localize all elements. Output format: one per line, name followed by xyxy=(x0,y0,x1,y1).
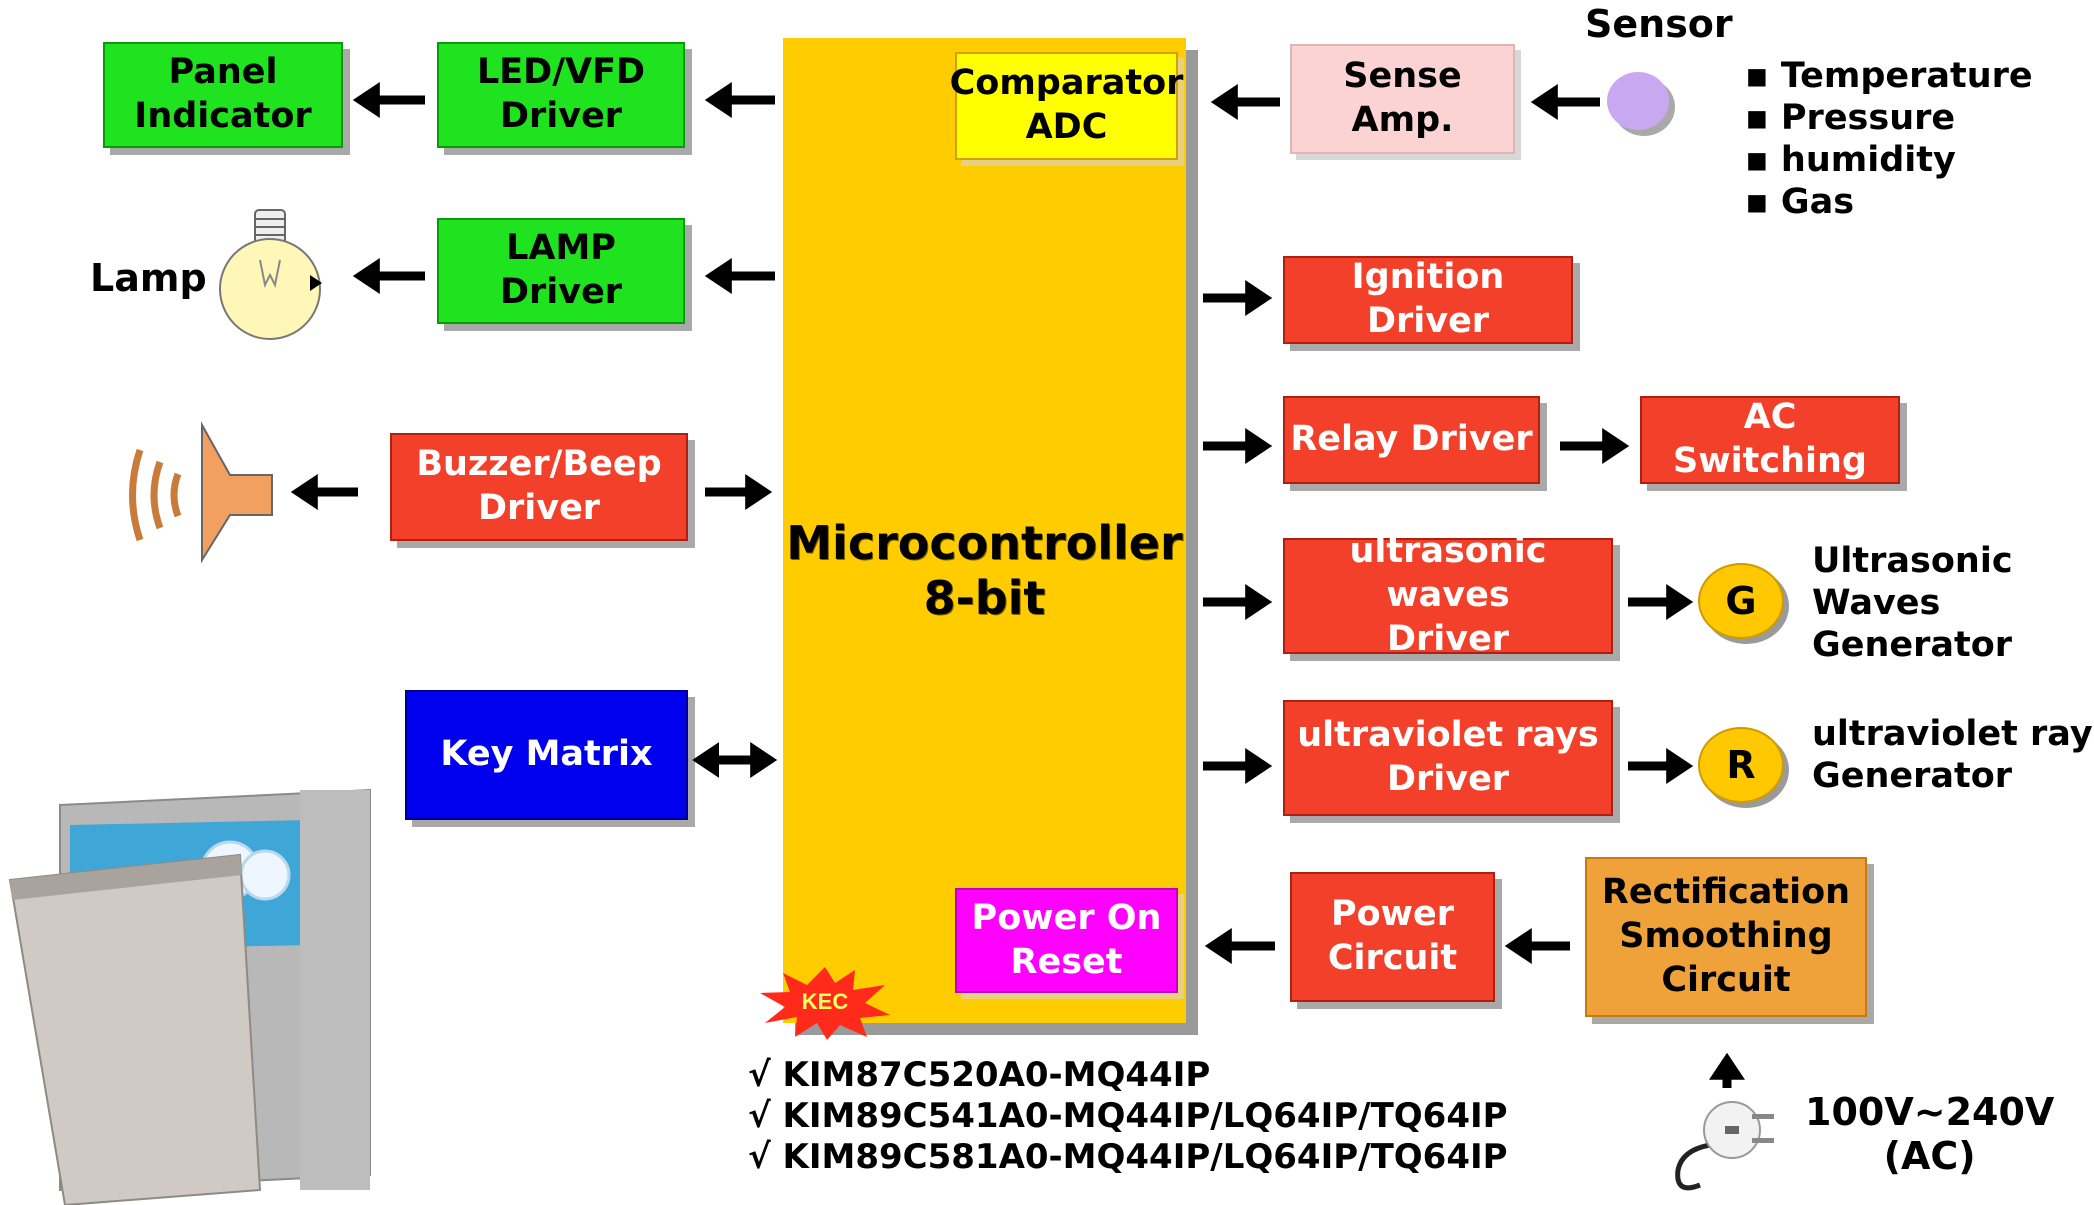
microcontroller-block: Microcontroller 8-bit xyxy=(783,38,1186,1023)
ultrasonic-line2: Driver xyxy=(1386,618,1510,659)
mcu-line1: Microcontroller xyxy=(786,516,1183,570)
power-line1: Power xyxy=(1330,894,1455,935)
generator-g-icon: G xyxy=(1698,563,1784,639)
part-number: √ KIM87C520A0-MQ44IP xyxy=(748,1055,1211,1095)
sensor-item: Pressure xyxy=(1745,97,2033,139)
por-line2: Reset xyxy=(1010,941,1123,982)
panel-line2: Indicator xyxy=(134,96,312,136)
part-number: √ KIM89C581A0-MQ44IP/LQ64IP/TQ64IP xyxy=(748,1137,1508,1177)
por-line1: Power On xyxy=(971,897,1162,938)
lampdrv-line2: Driver xyxy=(499,272,623,312)
power-on-reset-block: Power On Reset xyxy=(955,888,1178,993)
rectification-block: Rectification Smoothing Circuit xyxy=(1585,857,1867,1017)
generator-r-icon: R xyxy=(1698,727,1784,803)
rect-line3: Circuit xyxy=(1661,959,1791,1000)
power-circuit-block: Power Circuit xyxy=(1290,872,1495,1002)
sensor-list: Temperature Pressure humidity Gas xyxy=(1745,55,2033,223)
panel-indicator-block: Panel Indicator xyxy=(103,42,343,148)
ignition-label: Ignition Driver xyxy=(1351,257,1505,341)
key-matrix-block: Key Matrix xyxy=(405,690,688,820)
ac-plug-icon xyxy=(1675,1101,1774,1191)
ultrasonic-line1: ultrasonic waves xyxy=(1349,531,1547,616)
gen-g-line2: Waves xyxy=(1812,583,1941,623)
ac-input-label: 100V~240V (AC) xyxy=(1805,1090,2054,1178)
led-line1: LED/VFD xyxy=(476,52,646,93)
sense-line1: Sense xyxy=(1343,56,1462,97)
gen-g-line1: Ultrasonic xyxy=(1812,541,2013,581)
buzzer-line2: Driver xyxy=(477,488,601,528)
acswitch-label: AC Switching xyxy=(1673,397,1867,481)
ignition-driver-block: Ignition Driver xyxy=(1283,256,1573,344)
gen-r-line2: Generator xyxy=(1812,756,2013,796)
ultraviolet-line2: Driver xyxy=(1386,759,1510,799)
rect-line1: Rectification xyxy=(1601,872,1851,913)
sensor-item: Temperature xyxy=(1745,55,2033,97)
gen-g-line3: Generator xyxy=(1812,625,2013,665)
gen-g-symbol: G xyxy=(1725,579,1757,623)
comparator-line1: Comparator xyxy=(949,63,1184,104)
comparator-adc-block: Comparator ADC xyxy=(950,52,1183,160)
ultraviolet-line1: ultraviolet rays xyxy=(1297,715,1599,756)
part-number-list: √ KIM87C520A0-MQ44IP √ KIM89C541A0-MQ44I… xyxy=(748,1055,1508,1178)
led-line2: Driver xyxy=(499,96,623,136)
microcontroller-title: Microcontroller 8-bit xyxy=(783,516,1186,626)
sensor-item: humidity xyxy=(1745,139,2033,181)
ac-line1: 100V~240V xyxy=(1805,1090,2055,1134)
sense-amp-block: Sense Amp. xyxy=(1290,44,1515,154)
gen-r-symbol: R xyxy=(1726,743,1756,787)
dishwasher-icon xyxy=(8,788,371,1205)
ultraviolet-generator-label: ultraviolet rays Generator xyxy=(1812,713,2094,797)
part-number: √ KIM89C541A0-MQ44IP/LQ64IP/TQ64IP xyxy=(748,1096,1508,1136)
kec-logo: KEC xyxy=(760,967,890,1040)
ac-switching-block: AC Switching xyxy=(1640,396,1900,484)
gen-r-line1: ultraviolet rays xyxy=(1812,714,2094,754)
ultraviolet-driver-block: ultraviolet rays Driver xyxy=(1283,700,1613,816)
mcu-line2: 8-bit xyxy=(923,571,1046,626)
sensor-item: Gas xyxy=(1745,181,2033,223)
lamp-label: Lamp xyxy=(90,256,207,300)
lampdrv-line1: LAMP xyxy=(506,228,616,269)
comparator-line2: ADC xyxy=(1025,107,1108,147)
ac-line2: (AC) xyxy=(1883,1134,1976,1178)
ultrasonic-driver-block: ultrasonic waves Driver xyxy=(1283,531,1613,659)
buzzer-line1: Buzzer/Beep xyxy=(416,444,662,485)
relay-label: Relay Driver xyxy=(1290,419,1533,460)
lamp-driver-block: LAMP Driver xyxy=(437,218,685,324)
keymatrix-label: Key Matrix xyxy=(440,734,653,775)
sensor-element-icon xyxy=(1607,72,1669,130)
buzzer-beep-driver-block: Buzzer/Beep Driver xyxy=(390,433,688,541)
relay-driver-block: Relay Driver xyxy=(1283,396,1540,484)
sensor-title: Sensor xyxy=(1585,2,1733,46)
svg-text:KEC: KEC xyxy=(802,989,849,1014)
led-vfd-driver-block: LED/VFD Driver xyxy=(437,42,685,148)
power-line2: Circuit xyxy=(1327,938,1458,978)
panel-line1: Panel xyxy=(168,52,278,93)
speaker-icon xyxy=(129,421,273,564)
rect-line2: Smoothing xyxy=(1619,916,1833,957)
lamp-bulb-icon xyxy=(219,209,322,340)
sense-line2: Amp. xyxy=(1351,100,1454,140)
ultrasonic-generator-label: Ultrasonic Waves Generator xyxy=(1812,540,2013,666)
